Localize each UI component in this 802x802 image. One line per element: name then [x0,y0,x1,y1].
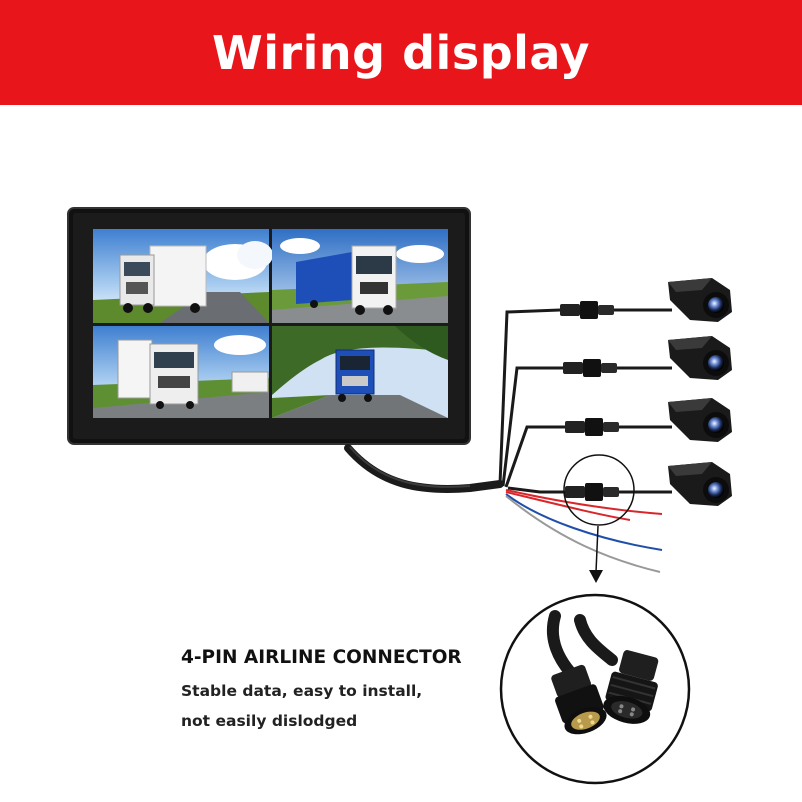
monitor-screen-2 [272,229,448,323]
monitor-screen-4 [272,326,448,418]
main-cable [344,444,504,493]
monitor-screen-1 [93,229,273,323]
camera-2 [563,336,732,380]
connector-heading: 4-PIN AIRLINE CONNECTOR [181,647,462,668]
loose-wires [505,489,663,573]
camera-3 [565,398,732,442]
connector-description-line1: Stable data, easy to install, [181,682,423,700]
camera-4 [565,462,732,506]
header-banner: Wiring display [0,0,802,105]
connector-description-line2: not easily dislodged [181,712,358,730]
camera-1 [560,278,732,322]
arrow-down-icon [589,570,603,583]
page-title: Wiring display [211,25,591,80]
connector-closeup [499,593,691,785]
monitor-screen-3 [93,326,269,418]
callout-marker [563,454,635,583]
monitor [67,207,471,445]
branch-wires [498,308,565,494]
